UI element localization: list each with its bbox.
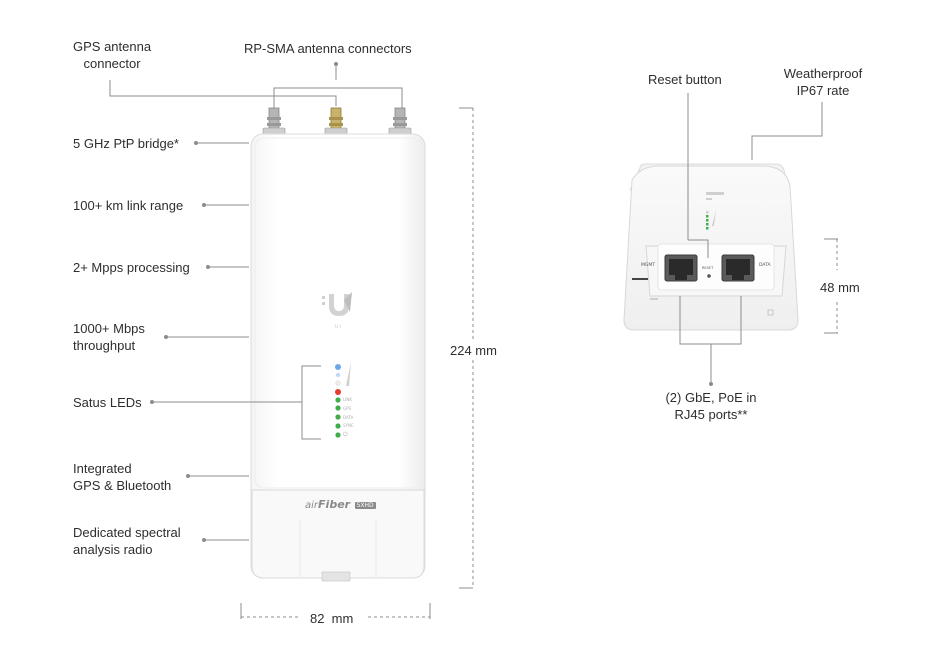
bottom-device	[623, 163, 799, 331]
label-gps-connector: GPS antenna connector	[73, 39, 152, 71]
bottom-led-marks	[706, 210, 716, 230]
led-labels: LINK GPS DATA SYNC ⏻	[343, 396, 354, 440]
label-processing: 2+ Mpps processing	[73, 260, 190, 275]
data-port-label: DATA	[759, 263, 771, 268]
brand-prefix: air	[305, 500, 319, 511]
dimension-height: 224 mm	[448, 342, 499, 359]
led-label-sync: SYNC	[343, 423, 354, 429]
brand-name: Fiber	[318, 498, 351, 511]
data-port	[721, 254, 755, 282]
label-gps-bluetooth: Integrated GPS & Bluetooth	[73, 461, 172, 493]
rpsma-connector-1	[324, 107, 348, 136]
front-leader-lines	[109, 62, 403, 542]
ubiquiti-logo: UI	[322, 292, 352, 329]
width-dimension	[240, 603, 431, 619]
airfiber-brand: airFiber 5XHD	[305, 498, 376, 511]
back-leader-lines	[679, 93, 823, 386]
reset-label: RESET	[702, 266, 714, 270]
label-ptp-bridge: 5 GHz PtP bridge*	[73, 136, 179, 151]
depth-dimension	[824, 238, 838, 334]
rpsma-connector-2	[388, 107, 412, 136]
label-rpsma-connectors: RP-SMA antenna connectors	[244, 41, 412, 56]
label-reset-button: Reset button	[648, 72, 722, 87]
dimension-depth: 48 mm	[818, 279, 862, 296]
front-device: UI	[250, 107, 426, 582]
led-label-gps: GPS	[343, 405, 352, 411]
device-base-cap	[251, 489, 425, 579]
led-label-data: DATA	[343, 414, 354, 420]
dimension-width: 82 mm	[310, 611, 354, 626]
label-weatherproof: Weatherproof IP67 rate	[783, 66, 863, 98]
led-strip	[335, 362, 351, 438]
led-label-link: LINK	[343, 397, 353, 402]
gps-connector	[262, 107, 286, 136]
brand-model: 5XHD	[354, 501, 376, 509]
reset-hole	[707, 274, 711, 278]
label-throughput: 1000+ Mbps throughput	[73, 321, 145, 353]
label-link-range: 100+ km link range	[73, 198, 184, 213]
label-rj45-ports: (2) GbE, PoE in RJ45 ports**	[665, 390, 757, 422]
svg-text:UI: UI	[335, 324, 343, 329]
led-label-power: ⏻	[343, 431, 348, 439]
mgmt-port	[664, 254, 698, 282]
mgmt-port-label: MGMT	[641, 263, 656, 268]
label-spectral-radio: Dedicated spectral analysis radio	[73, 525, 181, 557]
label-status-leds: Satus LEDs	[73, 395, 142, 410]
